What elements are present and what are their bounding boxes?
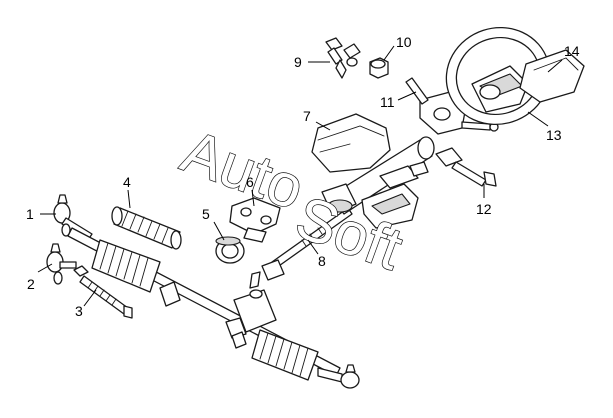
leader-lines — [37, 45, 563, 307]
part-7-column-shroud — [311, 113, 391, 173]
part-13-steering-wheel — [445, 26, 551, 126]
part-10-lock-cylinder — [369, 57, 389, 79]
part-4-rack-boot — [111, 206, 182, 250]
callout-3: 3 — [75, 303, 83, 319]
callout-9: 9 — [294, 54, 302, 70]
rack-bellows-right — [251, 329, 319, 381]
part-12-wiper-switch — [435, 147, 497, 187]
part-5-seal-ring — [215, 236, 245, 264]
part-3-bolt — [73, 265, 133, 319]
callout-13: 13 — [546, 127, 562, 143]
rack-tie-rod-end-right — [317, 364, 360, 389]
callout-1: 1 — [26, 206, 34, 222]
part-9-ignition-key — [325, 37, 361, 79]
callout-2: 2 — [27, 276, 35, 292]
steering-rack-assembly — [67, 227, 360, 389]
callout-5: 5 — [202, 206, 210, 222]
callout-labels: 1 2 3 4 5 6 7 8 9 10 11 12 13 14 — [26, 34, 580, 319]
part-8-intermediate-shaft — [261, 207, 353, 281]
steering-column — [321, 136, 435, 229]
part-6-joint-bracket — [229, 197, 281, 243]
callout-11: 11 — [380, 94, 395, 110]
callout-4: 4 — [123, 174, 131, 190]
callout-14: 14 — [564, 43, 580, 59]
rack-bellows-left — [91, 239, 161, 293]
callout-8: 8 — [318, 253, 326, 269]
rack-pinion-housing — [225, 271, 277, 349]
callout-6: 6 — [246, 174, 254, 190]
callout-12: 12 — [476, 201, 492, 217]
part-2-tie-rod-end — [46, 243, 77, 285]
callout-10: 10 — [396, 34, 412, 50]
part-14-airbag-module — [519, 49, 585, 103]
callout-7: 7 — [303, 108, 311, 124]
